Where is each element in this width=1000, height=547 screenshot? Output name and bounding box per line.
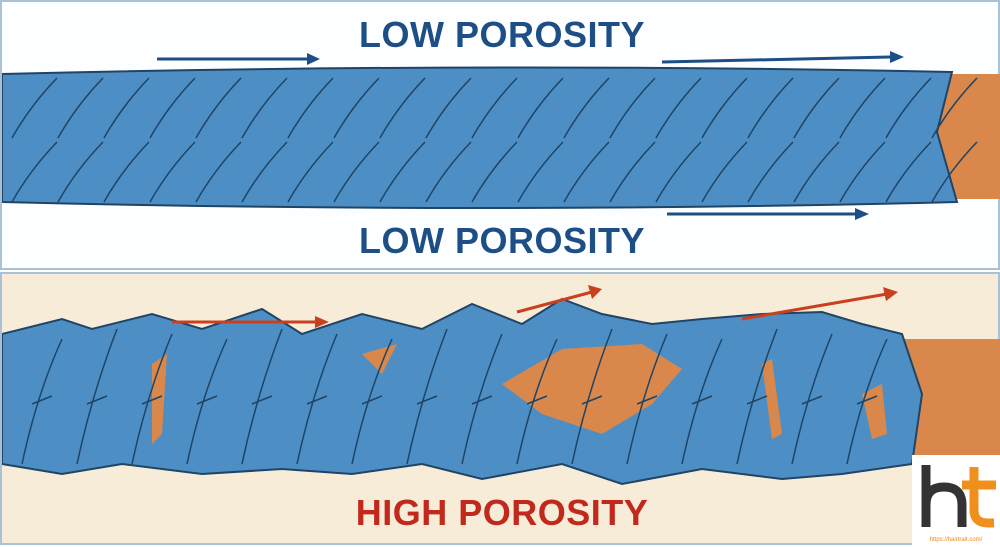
lifted-scale	[846, 338, 888, 465]
cuticle-scale	[701, 141, 748, 203]
cuticle-scale	[241, 141, 288, 203]
lifted-scale	[241, 328, 283, 465]
lifted-scale	[76, 328, 118, 465]
arrow-head	[890, 51, 904, 63]
lifted-scale	[791, 333, 833, 465]
cuticle-scale	[425, 141, 472, 203]
lifted-scale	[736, 328, 778, 465]
cuticle-scale	[701, 77, 748, 139]
cuticle-scale	[425, 77, 472, 139]
arrow-head	[588, 285, 602, 299]
cuticle-scale	[379, 77, 426, 139]
logo-url: https://hairtrait.com/	[929, 537, 983, 543]
cuticle-scale	[563, 141, 610, 203]
lifted-scale	[571, 328, 613, 465]
cuticle-scale	[517, 77, 564, 139]
lifted-scale	[186, 338, 228, 465]
high-porosity-panel: HIGH POROSITY	[0, 272, 1000, 545]
cortex-crack	[762, 359, 782, 439]
damaged-hair-strand-illustration	[2, 285, 1000, 486]
cortex-crack	[862, 384, 887, 439]
arrow-high-2	[516, 290, 593, 314]
cuticle-scale	[793, 141, 840, 203]
lifted-cuticle-scales	[21, 328, 888, 465]
cuticle-scale	[885, 77, 932, 139]
low-porosity-title: LOW POROSITY	[358, 14, 645, 55]
cuticle-scale	[333, 77, 380, 139]
arrow-head	[315, 316, 329, 328]
cuticle-scale	[195, 77, 242, 139]
lifted-scale	[461, 333, 503, 465]
cuticle-scale	[57, 141, 104, 203]
low-porosity-caption: LOW POROSITY	[358, 220, 645, 261]
cuticle-scale	[379, 141, 426, 203]
arrow-low-2	[661, 55, 893, 64]
arrow-head	[855, 208, 869, 220]
cuticle-scale	[11, 141, 58, 203]
low-porosity-panel: LOW POROSITY LOW POROSITY	[0, 0, 1000, 270]
cuticle-scale	[609, 141, 656, 203]
cortex-crack	[362, 344, 397, 374]
damaged-cuticle-layer	[2, 297, 924, 486]
cuticle-scale	[241, 77, 288, 139]
cuticle-scale	[655, 77, 702, 139]
cuticle-scale	[149, 77, 196, 139]
cuticle-scale	[839, 141, 886, 203]
cuticle-scale	[517, 141, 564, 203]
arrow-high-3	[741, 292, 888, 321]
arrow-head	[883, 287, 898, 301]
cuticle-scale	[287, 77, 334, 139]
cuticle-scale	[471, 141, 518, 203]
cuticle-scales	[11, 77, 978, 203]
cuticle-scale	[885, 141, 932, 203]
high-porosity-caption: HIGH POROSITY	[355, 492, 649, 533]
cuticle-scale	[57, 77, 104, 139]
lifted-scale	[131, 333, 173, 465]
cuticle-scale	[931, 77, 978, 139]
ht-logo-icon	[921, 465, 996, 528]
lifted-scale	[516, 338, 558, 465]
cuticle-scale	[333, 141, 380, 203]
arrow-head	[307, 53, 320, 65]
cuticle-scale	[287, 141, 334, 203]
lifted-scale	[406, 328, 448, 465]
cuticle-scale	[793, 77, 840, 139]
lifted-scale	[21, 338, 63, 465]
cuticle-layer	[2, 66, 959, 209]
cuticle-scale	[747, 141, 794, 203]
lifted-scale	[351, 338, 393, 465]
cuticle-scale	[103, 141, 150, 203]
cuticle-scale	[931, 141, 978, 203]
cuticle-scale	[839, 77, 886, 139]
lifted-scale	[626, 333, 668, 465]
cuticle-scale	[609, 77, 656, 139]
cuticle-scale	[655, 141, 702, 203]
cuticle-scale	[149, 141, 196, 203]
lifted-scale	[296, 333, 338, 465]
cuticle-scale	[11, 77, 58, 139]
hairtrait-logo: https://hairtrait.com/	[912, 455, 1000, 545]
lifted-scale	[681, 338, 723, 465]
cuticle-scale	[103, 77, 150, 139]
cuticle-scale	[747, 77, 794, 139]
cuticle-scale	[563, 77, 610, 139]
smooth-hair-strand-illustration	[2, 51, 1000, 220]
cuticle-scale	[195, 141, 242, 203]
cuticle-scale	[471, 77, 518, 139]
